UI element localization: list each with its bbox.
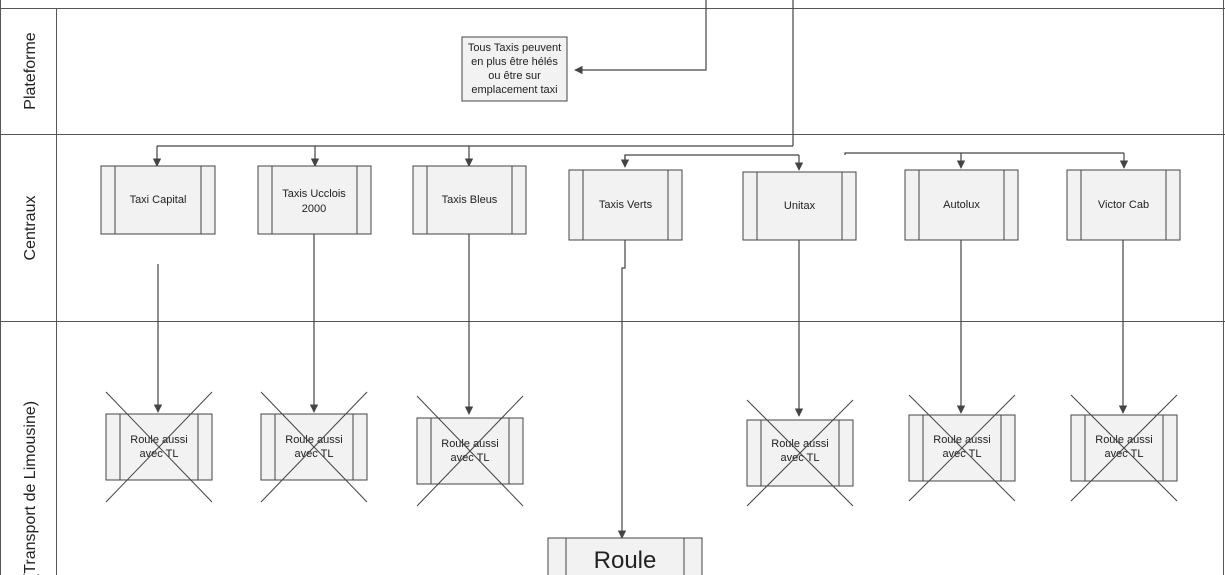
central-label: Taxis Ucclois [282, 188, 346, 200]
central-box-taxis-bleus: Taxis Bleus [412, 165, 527, 235]
roule-box: Roule [547, 537, 703, 575]
central-box-taxis-verts: Taxis Verts [568, 169, 683, 241]
tl-box-3: Roule aussi avec TL [416, 395, 524, 507]
tl-box-4: Roule aussi avec TL [746, 399, 854, 507]
central-label: Taxi Capital [130, 194, 187, 206]
tl-label-line-2: avec TL [451, 452, 490, 464]
central-label: Autolux [943, 199, 980, 211]
connector-right-branch [624, 154, 799, 166]
central-label: Taxis Bleus [442, 194, 498, 206]
connector-to-roule [617, 240, 627, 539]
tl-label: Roule aussi [1095, 434, 1152, 446]
tl-label: Roule aussi [441, 438, 498, 450]
cross-line [746, 399, 854, 507]
cross-line [105, 391, 213, 503]
tl-label: Roule aussi [285, 434, 342, 446]
tl-label-line-2: avec TL [140, 448, 179, 460]
tl-box-5: Roule aussi avec TL [908, 394, 1016, 502]
central-box-taxis-ucclois: Taxis Ucclois 2000 [257, 165, 372, 235]
central-box-autolux: Autolux [904, 169, 1019, 241]
tl-label-line-2: avec TL [781, 452, 820, 464]
central-label: Unitax [784, 200, 816, 212]
tl-label: Roule aussi [130, 434, 187, 446]
central-box-taxi-capital: Taxi Capital [100, 165, 216, 235]
central-label-line-2: 2000 [302, 203, 326, 215]
tl-label: Roule aussi [771, 438, 828, 450]
tl-label: Roule aussi [933, 434, 990, 446]
lane-label-plateforme: Plateforme [22, 32, 39, 109]
tl-box-6: Roule aussi avec TL [1070, 394, 1178, 502]
note-box: Tous Taxis peuvent en plus être hélés ou… [461, 36, 568, 102]
cross-line [1070, 394, 1178, 502]
central-label: Taxis Verts [599, 199, 653, 211]
lane-label-centraux: Centraux [22, 196, 39, 261]
lane-label-tl: (Transport de Limousine) [22, 401, 39, 575]
cross-line [908, 394, 1016, 502]
tl-label-line-2: avec TL [295, 448, 334, 460]
cross-line [416, 395, 524, 507]
tl-label-line-2: avec TL [1105, 448, 1144, 460]
connector-to-note [574, 0, 707, 75]
central-box-unitax: Unitax [742, 171, 857, 241]
central-label: Victor Cab [1098, 199, 1149, 211]
tl-box-2: Roule aussi avec TL [260, 391, 368, 503]
connectors [152, 0, 1129, 539]
note-line-2: en plus être hélés [471, 56, 558, 68]
cross-line [260, 391, 368, 503]
note-line-4: emplacement taxi [471, 84, 557, 96]
tl-label-line-2: avec TL [943, 448, 982, 460]
note-line-3: ou être sur [488, 70, 541, 82]
note-line-1: Tous Taxis peuvent [468, 42, 561, 54]
roule-label: Roule [594, 547, 657, 574]
central-box-victor-cab: Victor Cab [1066, 169, 1181, 241]
tl-box-1: Roule aussi avec TL [105, 391, 213, 503]
